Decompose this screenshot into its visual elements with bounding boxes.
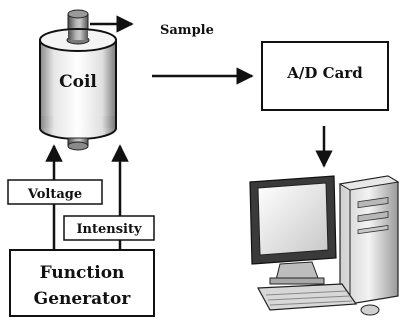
coil: Coil xyxy=(39,28,117,140)
sample-label: Sample xyxy=(160,23,214,38)
function-generator-label-line1: Function xyxy=(40,263,125,283)
computer-tower xyxy=(338,175,400,305)
voltage-label: Voltage xyxy=(27,187,82,202)
coil-label: Coil xyxy=(59,72,97,92)
sample-rod-bottom xyxy=(67,137,89,151)
computer-keyboard xyxy=(257,283,358,311)
intensity-label: Intensity xyxy=(76,222,142,237)
function-generator-label-line2: Generator xyxy=(34,289,132,309)
computer-icon xyxy=(249,175,400,316)
computer-mouse xyxy=(360,304,380,316)
voltage-label-box: Voltage xyxy=(7,179,103,205)
intensity-label-box: Intensity xyxy=(63,215,155,241)
computer-monitor xyxy=(249,175,337,285)
ad-card-box: A/D Card xyxy=(261,41,389,111)
ad-card-label: A/D Card xyxy=(286,64,363,82)
function-generator-box: Function Generator xyxy=(9,249,155,317)
